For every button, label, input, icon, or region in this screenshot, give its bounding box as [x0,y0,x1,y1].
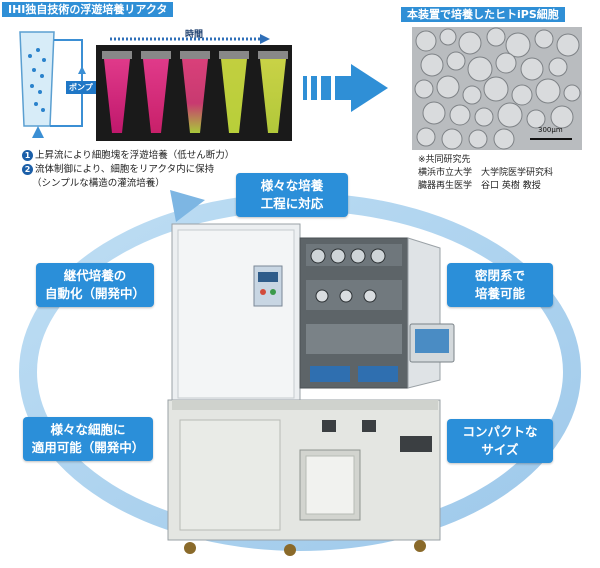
tube-4 [219,51,249,133]
ring-arrow-left [170,190,205,222]
note-2-number: 2 [22,164,33,175]
feature-2-line2: 自動化（開発中） [44,286,145,301]
reactor-diagram [19,31,86,138]
feature-3-line2: 培養可能 [474,286,525,301]
time-label: 時間 [185,30,204,40]
feature-various-processes: 様々な培養 工程に対応 [236,173,348,217]
note-1-text: 上昇流により細胞塊を浮遊培養（低せん断力） [35,150,235,161]
culture-machine [167,223,455,556]
reactor-title: IHI独自技術の浮遊培養リアクタ [2,2,174,17]
feature-passage-automation: 継代培養の 自動化（開発中） [36,263,154,307]
feature-5-line2: サイズ [481,442,519,457]
feature-4-line2: 適用可能（開発中） [31,440,145,455]
reactor-vessel [19,31,55,127]
note-3: （シンプルな構造の灌流培養） [32,178,165,189]
feature-5-line1: コンパクトな [462,424,538,439]
tube-1 [102,51,132,133]
pump-label: ポンプ [66,81,96,94]
cells-title: 本装置で培養したヒトiPS細胞 [401,7,565,22]
time-arrow [110,34,270,44]
open-door [407,237,441,389]
note-1-number: 1 [22,150,33,161]
ips-cell-micrograph [412,27,582,150]
transition-arrow [303,64,388,112]
gauges-icon [310,248,386,264]
tube-2 [141,51,171,133]
feature-4-line1: 様々な細胞に [50,422,126,437]
tube-5 [258,51,288,133]
scale-label: 300μm [538,126,563,134]
credit-line-1: ※共同研究先 [418,155,471,165]
valves-icon [315,289,377,303]
feature-1-line1: 様々な培養 [260,178,324,193]
tube-3 [180,51,210,133]
note-2-text: 流体制御により、細胞をリアクタ内に保持 [35,164,215,175]
feature-closed-system: 密閉系で 培養可能 [447,263,553,307]
casters-icon [184,540,426,556]
feature-3-line1: 密閉系で [474,268,525,283]
credit-line-3: 臓器再生医学 谷口 英樹 教授 [418,181,541,191]
reactor-tubes [102,51,288,133]
feature-compact-size: コンパクトな サイズ [447,419,553,463]
credit-line-2: 横浜市立大学 大学院医学研究科 [418,168,554,178]
feature-various-cells: 様々な細胞に 適用可能（開発中） [23,417,153,461]
bubbles-icon [28,48,46,112]
feature-1-line2: 工程に対応 [260,196,324,211]
feature-2-line1: 継代培養の [63,268,127,283]
